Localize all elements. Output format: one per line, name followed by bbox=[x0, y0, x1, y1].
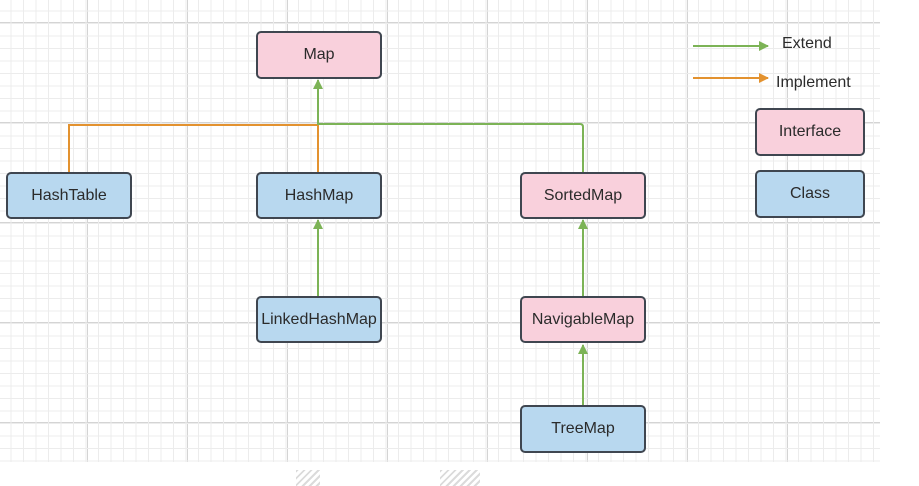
legend-extend-label: Extend bbox=[782, 35, 832, 52]
node-hashtable[interactable]: HashTable bbox=[6, 172, 132, 219]
node-hashmap[interactable]: HashMap bbox=[256, 172, 382, 219]
node-map[interactable]: Map bbox=[256, 31, 382, 79]
legend-class-label: Class bbox=[789, 185, 830, 202]
bottom-artifact-left bbox=[296, 470, 320, 486]
node-sortedmap-label: SortedMap bbox=[543, 186, 623, 204]
edge-sortedmap-extends-map bbox=[313, 79, 584, 172]
legend-class-box: Class bbox=[755, 170, 865, 218]
node-hashtable-label: HashTable bbox=[31, 186, 107, 204]
legend-implement-label: Implement bbox=[776, 74, 851, 91]
legend-interface-box: Interface bbox=[755, 108, 865, 156]
legend-interface-label: Interface bbox=[778, 123, 842, 140]
node-map-label: Map bbox=[303, 46, 335, 63]
node-hashmap-label: HashMap bbox=[284, 186, 354, 204]
node-treemap-label: TreeMap bbox=[551, 420, 615, 437]
edge-hashtable-implements-map bbox=[68, 124, 318, 172]
node-navigablemap[interactable]: NavigableMap bbox=[520, 296, 646, 343]
node-sortedmap[interactable]: SortedMap bbox=[520, 172, 646, 219]
node-treemap[interactable]: TreeMap bbox=[520, 405, 646, 453]
node-navigablemap-label: NavigableMap bbox=[531, 310, 635, 328]
node-linkedhashmap-label: LinkedHashMap bbox=[261, 310, 377, 328]
bottom-artifact-right bbox=[440, 470, 480, 486]
node-linkedhashmap[interactable]: LinkedHashMap bbox=[256, 296, 382, 343]
